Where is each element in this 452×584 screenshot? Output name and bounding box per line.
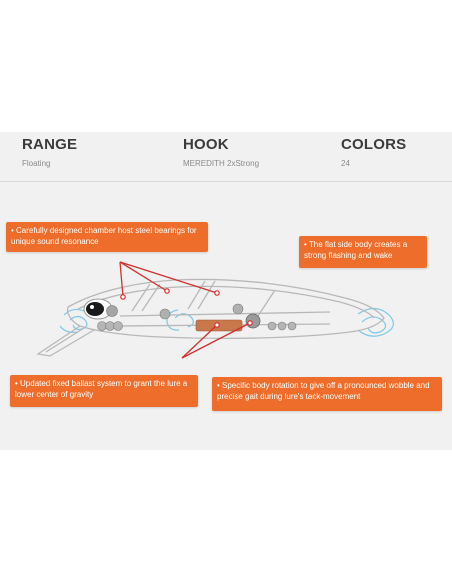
- spec-hook-title: HOOK: [183, 136, 229, 153]
- pointer-dots: [120, 288, 253, 328]
- eye-highlight: [90, 305, 94, 309]
- callout-chamber: • Carefully designed chamber host steel …: [6, 222, 208, 252]
- water-swirl-head: [59, 308, 89, 333]
- spec-colors-title: COLORS: [341, 136, 407, 153]
- spec-hook-value: MEREDITH 2xStrong: [183, 159, 260, 168]
- callout-flat-side: • The flat side body creates a strong fl…: [299, 236, 427, 268]
- spec-colors: COLORS 24: [341, 136, 406, 169]
- eye-icon: [86, 302, 104, 316]
- callout-ballast: • Updated fixed ballast system to grant …: [10, 375, 198, 407]
- spec-range-title: RANGE: [22, 136, 78, 153]
- spec-hook: HOOK MEREDITH 2xStrong: [183, 136, 259, 169]
- water-swirl-tail: [357, 307, 394, 337]
- spec-range-value: Floating: [22, 159, 51, 168]
- callout-rotation: • Specific body rotation to give off a p…: [212, 377, 442, 411]
- ball-bearings: [97, 303, 297, 331]
- spec-colors-value: 24: [341, 159, 350, 168]
- water-swirl-mid: [166, 309, 194, 331]
- divider: [0, 181, 452, 182]
- spec-range: RANGE Floating: [22, 136, 77, 169]
- spec-row: RANGE Floating HOOK MEREDITH 2xStrong CO…: [0, 132, 452, 182]
- pointer-lines: [119, 261, 251, 359]
